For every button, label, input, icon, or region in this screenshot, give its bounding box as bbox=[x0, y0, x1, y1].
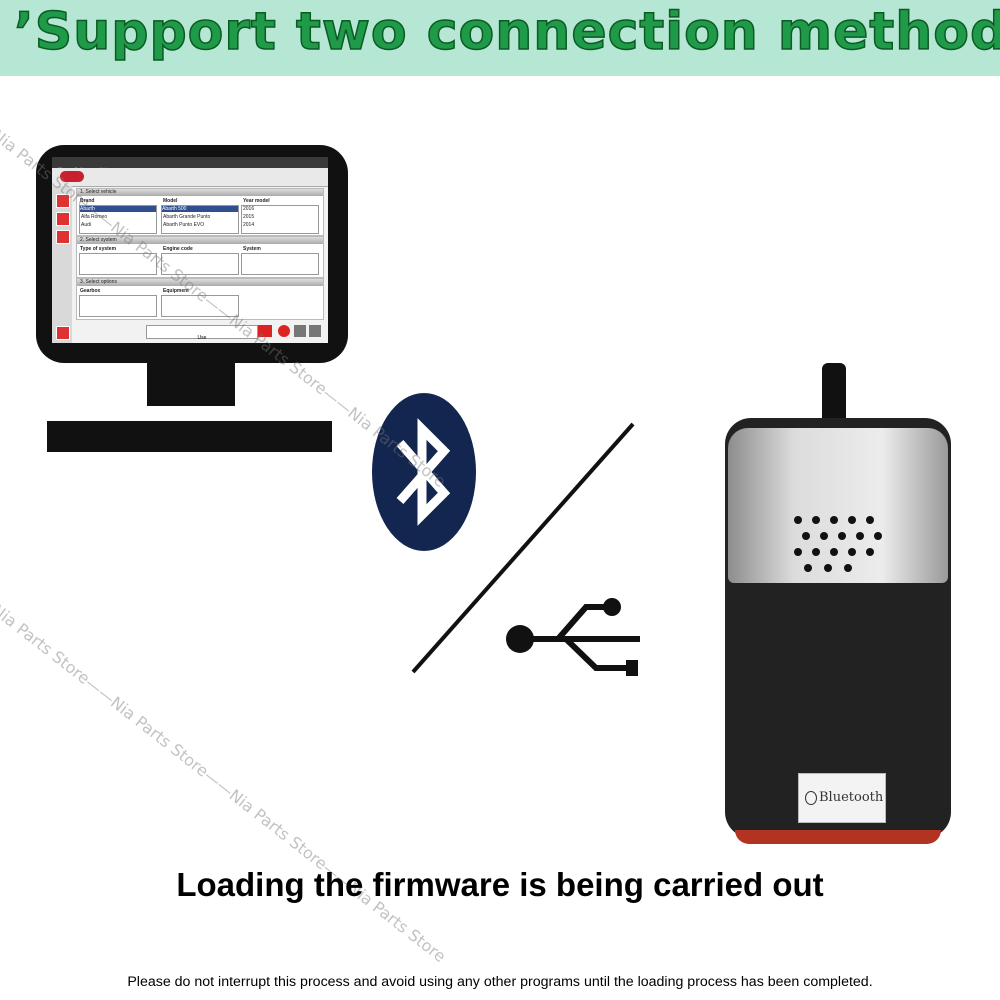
loading-message: Loading the firmware is being carried ou… bbox=[176, 866, 824, 903]
warning-note: Please do not interrupt this process and… bbox=[127, 974, 873, 990]
stop-icon[interactable] bbox=[278, 325, 290, 337]
device-bottom-edge bbox=[735, 830, 941, 844]
panel-heading: 1. Select vehicle bbox=[80, 189, 117, 195]
bluetooth-icon bbox=[372, 393, 476, 551]
diagnostic-software-screen: File Settings Help 1. Select vehicle Bra… bbox=[52, 157, 328, 343]
type-of-system-label: Type of system bbox=[80, 246, 117, 252]
panel-heading: 2. Select system bbox=[80, 237, 117, 243]
record-icon[interactable] bbox=[258, 325, 272, 337]
gearbox-field[interactable] bbox=[79, 295, 157, 317]
list-item[interactable]: Abarth Grande Punto bbox=[163, 214, 211, 220]
system-label: System bbox=[243, 246, 261, 252]
model-list[interactable]: Abarth 500 Abarth Grande Punto Abarth Pu… bbox=[161, 205, 239, 234]
settings-icon[interactable] bbox=[56, 212, 70, 226]
select-vehicle-panel: 1. Select vehicle Brand Abarth Alfa Rome… bbox=[76, 188, 324, 236]
device-cable bbox=[822, 363, 846, 425]
menu-bar: File Settings Help bbox=[52, 157, 328, 171]
device-bluetooth-label: Bluetooth bbox=[798, 773, 886, 823]
year-list[interactable]: 2016 2015 2014 bbox=[241, 205, 319, 234]
select-options-panel: 3. Select options Gearbox Equipment bbox=[76, 278, 324, 320]
device-top-cover bbox=[728, 428, 948, 583]
use-button-label: Use bbox=[197, 335, 207, 341]
title-banner: ’Support two connection methods bbox=[0, 0, 1000, 76]
toolbar bbox=[52, 168, 328, 187]
list-item[interactable]: Abarth 500 bbox=[162, 206, 238, 212]
equipment-field[interactable] bbox=[161, 295, 239, 317]
model-label: Model bbox=[163, 198, 178, 204]
or-divider bbox=[411, 422, 635, 674]
engine-code-field[interactable] bbox=[161, 253, 239, 275]
car-icon[interactable] bbox=[56, 194, 70, 208]
select-system-panel: 2. Select system Type of system Engine c… bbox=[76, 236, 324, 278]
bluetooth-logo-icon bbox=[805, 791, 817, 805]
speaker-grille bbox=[794, 516, 882, 572]
list-item[interactable]: Abarth Punto EVO bbox=[163, 222, 205, 228]
truck-icon[interactable] bbox=[56, 230, 70, 244]
banner-title: ’Support two connection methods bbox=[13, 1, 1000, 63]
list-item[interactable]: 2014 bbox=[243, 222, 255, 228]
bluetooth-glyph bbox=[396, 418, 451, 526]
list-item[interactable]: Alfa Romeo bbox=[81, 214, 108, 220]
sidebar bbox=[52, 186, 72, 343]
panel-heading: 3. Select options bbox=[80, 279, 117, 285]
monitor-stand-neck bbox=[147, 362, 235, 406]
brand-label: Brand bbox=[80, 198, 95, 204]
software-logo bbox=[60, 171, 84, 182]
close-icon[interactable] bbox=[56, 326, 70, 340]
list-item[interactable]: 2016 bbox=[243, 206, 255, 212]
usb-icon bbox=[506, 598, 640, 676]
print-icon[interactable] bbox=[294, 325, 306, 337]
use-button[interactable]: Use bbox=[146, 325, 258, 341]
equipment-label: Equipment bbox=[163, 288, 189, 294]
watermark: Nia Parts Store——Nia Parts Store——Nia Pa… bbox=[0, 600, 450, 967]
list-item[interactable]: 2015 bbox=[243, 214, 255, 220]
device-label-text: Bluetooth bbox=[819, 790, 884, 805]
type-of-system-field[interactable] bbox=[79, 253, 157, 275]
system-field[interactable] bbox=[241, 253, 319, 275]
engine-code-label: Engine code bbox=[163, 246, 193, 252]
year-label: Year model bbox=[243, 198, 270, 204]
monitor-stand-base bbox=[47, 421, 332, 452]
list-item[interactable]: Abarth bbox=[80, 206, 156, 212]
brand-list[interactable]: Abarth Alfa Romeo Audi bbox=[79, 205, 157, 234]
next-icon[interactable] bbox=[309, 325, 321, 337]
gearbox-label: Gearbox bbox=[80, 288, 101, 294]
list-item[interactable]: Audi bbox=[81, 222, 92, 228]
